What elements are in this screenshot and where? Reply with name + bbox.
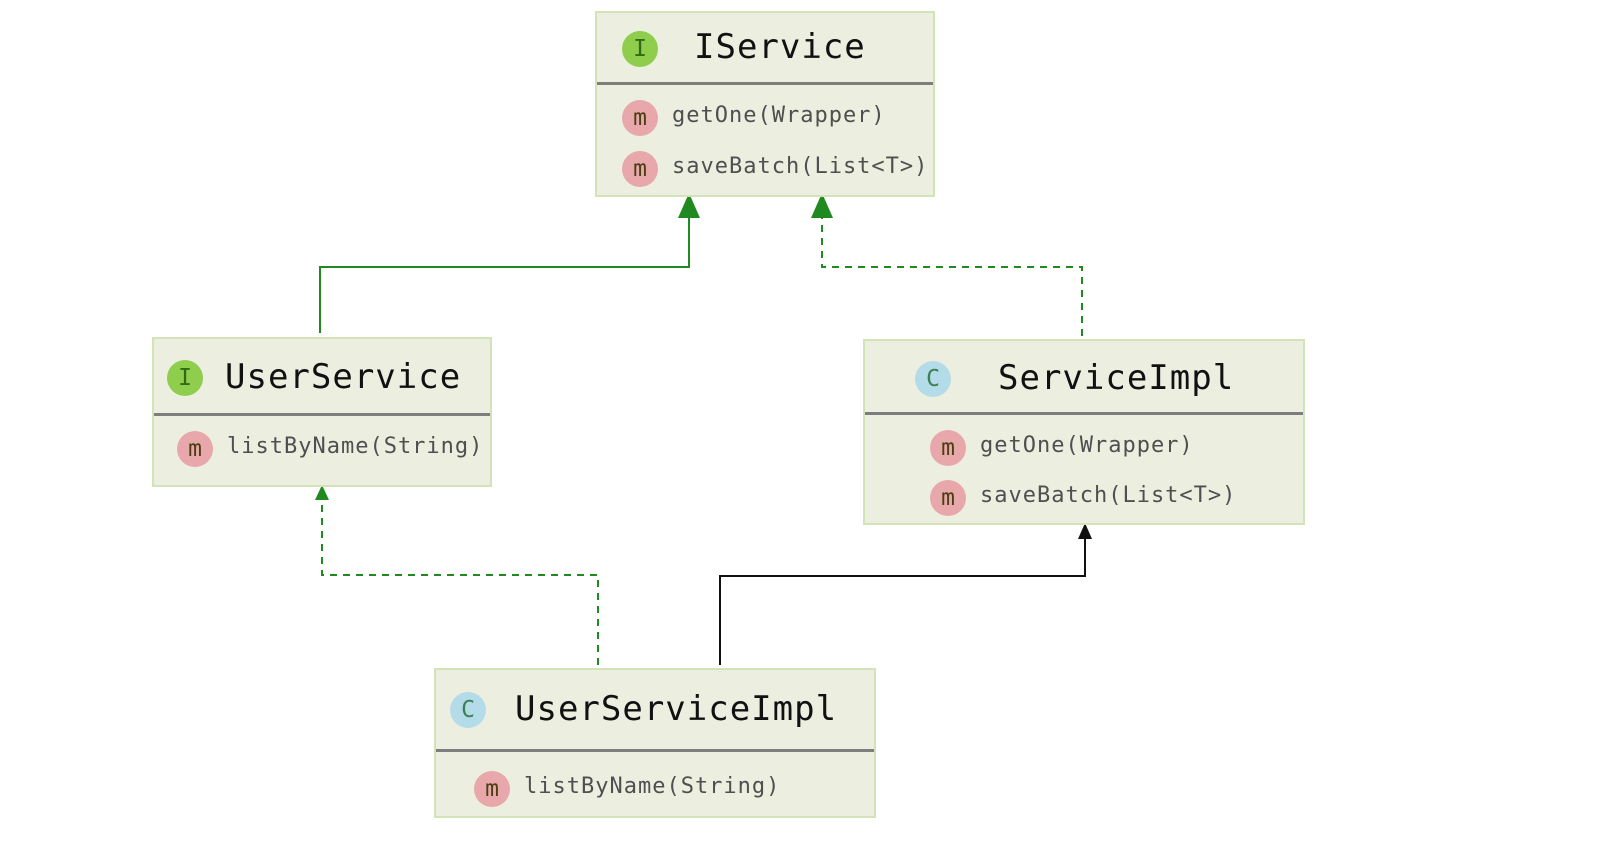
method-icon: m [474, 771, 510, 807]
edge-serviceimpl-to-iservice [811, 193, 1083, 336]
serviceimpl-header: C ServiceImpl [865, 341, 1303, 415]
edge-userservice-to-iservice [319, 193, 700, 333]
userserviceimpl-header: C UserServiceImpl [436, 670, 874, 752]
iservice-name: IService [694, 27, 866, 67]
method-icon: m [622, 100, 658, 136]
method-signature: getOne(Wrapper) [672, 103, 886, 128]
class-icon: C [915, 361, 951, 397]
userservice-interface-box[interactable]: I UserService m listByName(String) [152, 337, 492, 487]
arrowhead-iservice-left [678, 193, 700, 218]
userservice-name: UserService [225, 357, 462, 397]
serviceimpl-class-box[interactable]: C ServiceImpl m getOne(Wrapper) m saveBa… [863, 339, 1305, 525]
arrowhead-serviceimpl [1078, 523, 1092, 539]
method-icon: m [930, 430, 966, 466]
interface-icon: I [167, 360, 203, 396]
method-signature: listByName(String) [227, 434, 484, 459]
method-icon: m [622, 151, 658, 187]
userservice-header: I UserService [154, 339, 490, 416]
arrowhead-userservice [315, 485, 329, 500]
method-signature: listByName(String) [524, 774, 781, 799]
userserviceimpl-name: UserServiceImpl [515, 689, 838, 729]
class-icon: C [450, 692, 486, 728]
method-signature: saveBatch(List<T>) [980, 483, 1237, 508]
userserviceimpl-class-box[interactable]: C UserServiceImpl m listByName(String) [434, 668, 876, 818]
arrowhead-iservice-right [811, 193, 833, 218]
iservice-interface-box[interactable]: I IService m getOne(Wrapper) m saveBatch… [595, 11, 935, 197]
edge-userserviceimpl-to-userservice [315, 485, 599, 665]
iservice-header: I IService [597, 13, 933, 85]
method-signature: saveBatch(List<T>) [672, 154, 929, 179]
method-icon: m [177, 431, 213, 467]
edge-userserviceimpl-to-serviceimpl [719, 523, 1092, 665]
interface-icon: I [622, 31, 658, 67]
method-signature: getOne(Wrapper) [980, 433, 1194, 458]
serviceimpl-name: ServiceImpl [998, 358, 1235, 398]
method-icon: m [930, 480, 966, 516]
